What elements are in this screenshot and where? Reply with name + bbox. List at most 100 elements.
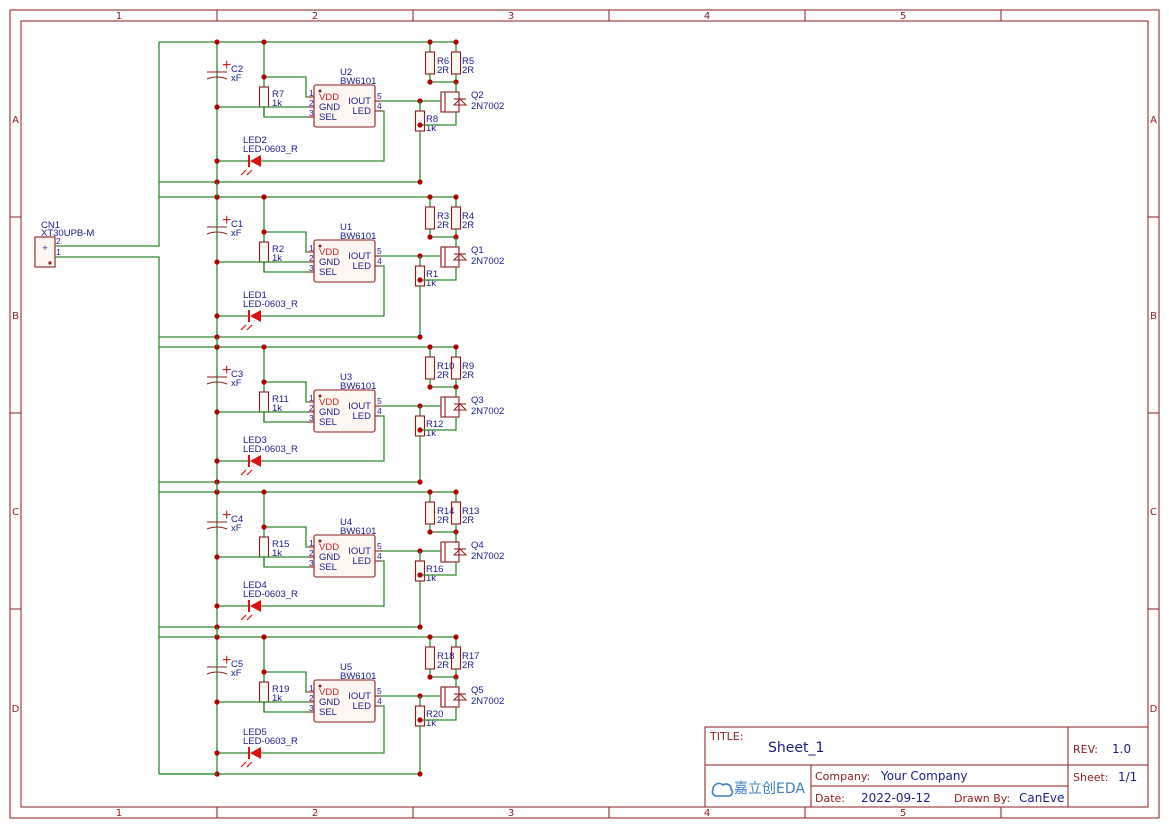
cap-polarity: + xyxy=(222,212,231,229)
cap-plate-bottom xyxy=(206,526,228,530)
resistor-gate xyxy=(414,415,426,437)
resistor-gate-ref: R8 xyxy=(426,114,438,125)
resistor-shunt-b-value: 2R xyxy=(462,660,474,671)
ic-pin-number: 1 xyxy=(309,243,314,253)
title-block-frame xyxy=(704,726,1149,808)
ic-body xyxy=(313,84,376,128)
cap-value: xF xyxy=(231,668,242,679)
resistor-gate-value: 1k xyxy=(426,573,436,584)
mosfet-ref: Q3 xyxy=(471,395,484,406)
junction-dot xyxy=(427,39,433,45)
column-label-bottom: 1 xyxy=(116,808,122,819)
junction-dot xyxy=(417,334,423,340)
cap-plate-bottom xyxy=(206,381,228,385)
resistor-shunt-a-ref: R14 xyxy=(437,506,454,517)
row-label-right: D xyxy=(1150,704,1158,715)
ic-pin-name-vdd: VDD xyxy=(319,542,339,553)
mosfet-diode xyxy=(452,253,468,261)
led-triangle xyxy=(250,310,261,322)
wire-vdd xyxy=(264,381,308,403)
cap-plate-bottom xyxy=(206,76,228,80)
ic-pin-number: 4 xyxy=(377,256,382,266)
resistor-gate-value: 1k xyxy=(426,123,436,134)
resistor-sel xyxy=(258,681,270,703)
junction-dot xyxy=(427,344,433,350)
ic-pin-number: 5 xyxy=(377,91,382,101)
ic-pin-name-vdd: VDD xyxy=(319,397,339,408)
junction-dot xyxy=(214,158,220,164)
wire-sel xyxy=(263,557,308,568)
junction-dot xyxy=(427,79,433,85)
mosfet-diode xyxy=(452,403,468,411)
resistor-shunt-a xyxy=(424,206,436,230)
connector-ref: CN1 xyxy=(41,220,60,231)
ic-pin-name-iout: IOUT xyxy=(348,546,371,557)
cap-ref: C2 xyxy=(231,64,243,75)
resistor-shunt-a xyxy=(424,356,436,380)
inner-border xyxy=(20,20,1149,808)
mosfet-diode xyxy=(452,548,468,556)
ic-pin-name-led: LED xyxy=(353,261,372,272)
junction-dot xyxy=(261,344,267,350)
wire-vdd xyxy=(264,671,308,693)
junction-dot xyxy=(261,669,267,675)
ic-pin1-mark xyxy=(318,89,322,93)
resistor-shunt-b-ref: R13 xyxy=(462,506,479,517)
resistor-sel-value: 1k xyxy=(272,98,282,109)
resistor-shunt-b-ref: R17 xyxy=(462,651,479,662)
mosfet-ref: Q2 xyxy=(471,90,484,101)
junction-dot xyxy=(427,489,433,495)
ic-pin-name-gnd: GND xyxy=(319,407,340,418)
wire-vdd xyxy=(264,76,308,98)
title-value: Sheet_1 xyxy=(768,740,824,756)
wire-source xyxy=(420,267,457,281)
resistor-sel xyxy=(258,536,270,558)
resistor-gate-ref: R1 xyxy=(426,269,438,280)
led-rays xyxy=(240,469,253,476)
junction-dot xyxy=(427,529,433,535)
ic-pin-number: 5 xyxy=(377,396,382,406)
resistor-sel xyxy=(258,391,270,413)
mosfet-value: 2N7002 xyxy=(471,101,504,112)
led-value: LED-0603_R xyxy=(243,589,298,600)
led-rays xyxy=(240,324,253,331)
cap-value: xF xyxy=(231,378,242,389)
ic-pin-name-led: LED xyxy=(353,411,372,422)
column-label-top: 4 xyxy=(704,11,710,22)
cap-ref: C4 xyxy=(231,514,243,525)
ic-pin-number: 3 xyxy=(309,108,314,118)
resistor-gate xyxy=(414,705,426,727)
row-label-right: C xyxy=(1150,507,1157,518)
mosfet-diode xyxy=(452,98,468,106)
sheet-value: 1/1 xyxy=(1118,770,1137,784)
wire-shunt-join xyxy=(429,524,457,533)
mosfet-value: 2N7002 xyxy=(471,551,504,562)
ic-pin-number: 1 xyxy=(309,88,314,98)
ic-pin-name-gnd: GND xyxy=(319,102,340,113)
mosfet-value: 2N7002 xyxy=(471,406,504,417)
company-value: Your Company xyxy=(880,769,968,783)
mosfet-ref: Q1 xyxy=(471,245,484,256)
junction-dot xyxy=(261,524,267,530)
resistor-sel xyxy=(258,241,270,263)
resistor-shunt-a-value: 2R xyxy=(437,370,449,381)
row-label-right: B xyxy=(1150,311,1157,322)
ic-pin-name-gnd: GND xyxy=(319,697,340,708)
cap-plate-bottom xyxy=(206,231,228,235)
ic-pin-name-sel: SEL xyxy=(319,707,337,718)
wire-shunt-join xyxy=(429,229,457,238)
ic-pin-name-led: LED xyxy=(353,556,372,567)
sheet-label: Sheet: xyxy=(1073,771,1109,784)
wire-shunt-join xyxy=(429,74,457,83)
cap-value: xF xyxy=(231,228,242,239)
connector-pin-2: 2 xyxy=(56,236,61,246)
wire-source xyxy=(420,417,457,431)
wire-vplus xyxy=(55,42,160,247)
resistor-shunt-a-ref: R18 xyxy=(437,651,454,662)
resistor-shunt-a-ref: R3 xyxy=(437,211,449,222)
